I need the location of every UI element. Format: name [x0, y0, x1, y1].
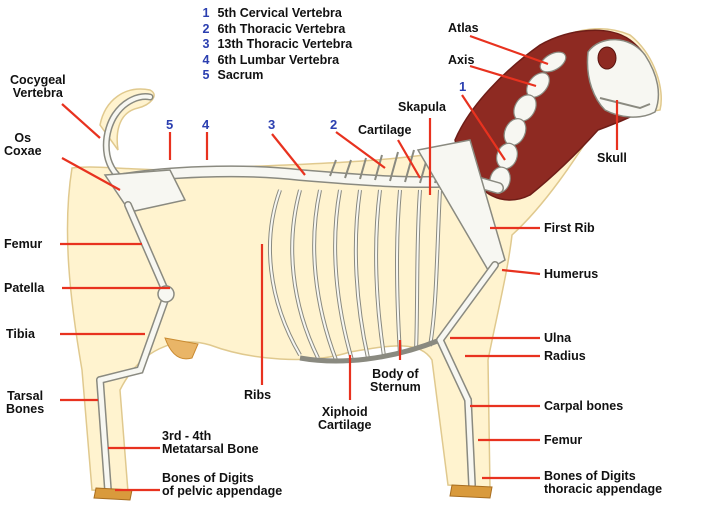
label-atlas: Atlas — [448, 22, 479, 35]
legend-text: 6th Lumbar Vertebra — [217, 53, 339, 67]
label-line: Bones — [6, 403, 44, 416]
label-tibia: Tibia — [6, 328, 35, 341]
label-carpal-bones: Carpal bones — [544, 400, 623, 413]
marker-4: 4 — [202, 118, 209, 131]
label-cocygeal-vertebra: Cocygeal Vertebra — [10, 74, 66, 100]
marker-5: 5 — [166, 118, 173, 131]
front-hoof — [450, 485, 492, 498]
legend-number: 1 — [198, 6, 214, 20]
label-line: Cartilage — [318, 419, 372, 432]
label-cartilage: Cartilage — [358, 124, 412, 137]
legend-item: 4 6th Lumbar Vertebra — [198, 53, 352, 69]
marker-3: 3 — [268, 118, 275, 131]
label-line: of pelvic appendage — [162, 485, 282, 498]
vertebra-legend: 1 5th Cervical Vertebra 2 6th Thoracic V… — [198, 6, 352, 84]
label-ulna: Ulna — [544, 332, 571, 345]
legend-number: 2 — [198, 22, 214, 36]
marker-2: 2 — [330, 118, 337, 131]
label-line: Vertebra — [10, 87, 66, 100]
label-patella: Patella — [4, 282, 44, 295]
label-axis: Axis — [448, 54, 474, 67]
label-skull: Skull — [597, 152, 627, 165]
label-line: Metatarsal Bone — [162, 443, 259, 456]
label-os-coxae: Os Coxae — [4, 132, 42, 158]
label-femur-front: Femur — [544, 434, 582, 447]
legend-text: 5th Cervical Vertebra — [217, 6, 341, 20]
label-line: Coxae — [4, 145, 42, 158]
legend-item: 1 5th Cervical Vertebra — [198, 6, 352, 22]
legend-item: 3 13th Thoracic Vertebra — [198, 37, 352, 53]
label-first-rib: First Rib — [544, 222, 595, 235]
legend-number: 5 — [198, 68, 214, 82]
label-skapula: Skapula — [398, 101, 446, 114]
label-line: thoracic appendage — [544, 483, 662, 496]
label-line: Sternum — [370, 381, 421, 394]
label-femur-hind: Femur — [4, 238, 42, 251]
eye-socket — [598, 47, 616, 69]
marker-1: 1 — [459, 80, 466, 93]
legend-item: 2 6th Thoracic Vertebra — [198, 22, 352, 38]
legend-text: 13th Thoracic Vertebra — [217, 37, 352, 51]
label-radius: Radius — [544, 350, 586, 363]
label-tarsal-bones: Tarsal Bones — [6, 390, 44, 416]
label-metatarsal: 3rd - 4th Metatarsal Bone — [162, 430, 259, 456]
legend-number: 3 — [198, 37, 214, 51]
legend-text: Sacrum — [217, 68, 263, 82]
label-ribs: Ribs — [244, 389, 271, 402]
legend-item: 5 Sacrum — [198, 68, 352, 84]
legend-number: 4 — [198, 53, 214, 67]
legend-text: 6th Thoracic Vertebra — [217, 22, 345, 36]
label-digits-pelvic: Bones of Digits of pelvic appendage — [162, 472, 282, 498]
label-xiphoid-cartilage: Xiphoid Cartilage — [318, 406, 372, 432]
label-humerus: Humerus — [544, 268, 598, 281]
label-digits-thoracic: Bones of Digits thoracic appendage — [544, 470, 662, 496]
label-body-of-sternum: Body of Sternum — [370, 368, 421, 394]
